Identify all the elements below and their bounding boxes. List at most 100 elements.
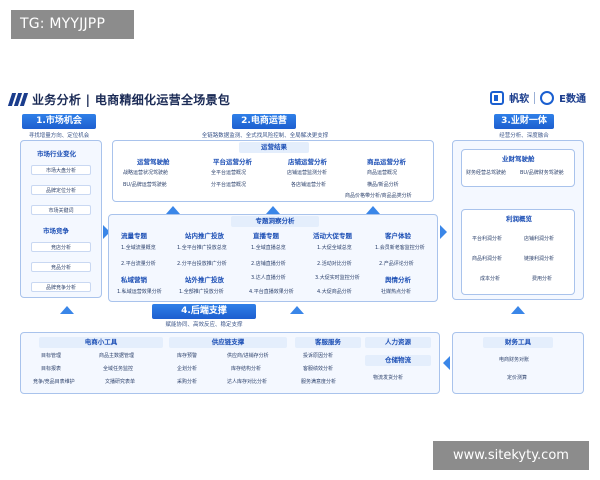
finance-box-1: 业财驾驶舱 财务经营总驾驶舱 BU/品牌财务驾驶舱 (461, 149, 575, 187)
arrow-up-icon (366, 206, 380, 214)
topic-panel: 专题洞察分析 流量专题 1.全域流量概览 2.平台流量分析 私域营销 1.私域运… (108, 214, 438, 302)
cs-item: 投诉原因分析 (303, 353, 334, 359)
topic-col-label: 客户体验 (385, 232, 411, 240)
topic-item: 2.店铺直播分析 (251, 261, 286, 267)
topic-item: 2.产品评论分析 (379, 261, 414, 267)
arrow-right-icon (103, 225, 110, 239)
tools-title: 电商小工具 (39, 337, 163, 348)
finance-item: 链接利润分析 (524, 256, 555, 262)
topic-item: 2.分平台投放推广分析 (177, 261, 227, 267)
topic-item: 4.大促商品分析 (317, 289, 352, 295)
finance-item: 财务经营总驾驶舱 (466, 170, 507, 176)
topic-col-label: 舆情分析 (385, 276, 411, 284)
result-item: 店铺运营监测分析 (287, 170, 328, 176)
result-item: 全平台运营概况 (211, 170, 247, 176)
market-item: 品牌定位分析 (31, 185, 91, 195)
warehouse-title: 仓储物流 (365, 355, 431, 366)
topic-col-label: 流量专题 (121, 232, 147, 240)
header: 业务分析 | 电商精细化运营全场景包 (7, 90, 231, 108)
brand-e-label: E数通 (559, 94, 586, 105)
market-item: 竞店分析 (31, 242, 91, 252)
topic-item: 2.平台流量分析 (121, 261, 156, 267)
backend-title: 4.后端支撑 (152, 304, 256, 319)
tools-item: 目标报表 (41, 366, 62, 372)
market-group-label: 市场竞争 (43, 227, 69, 235)
result-item: 商品运营概况 (367, 170, 398, 176)
finance-subtitle: 经营分析、深度融合 (499, 133, 549, 139)
market-panel: 市场行业变化 市场大盘分析 品牌定位分析 市场关键词 市场竞争 竞店分析 竞品分… (20, 140, 102, 298)
tools-item: 商品主数据管理 (99, 353, 135, 359)
arrow-up-icon (60, 306, 74, 314)
finance-item: 成本分析 (480, 276, 501, 282)
finance-item: BU/品牌财务驾驶舱 (520, 170, 564, 176)
finance-box-title: 利润概览 (506, 215, 532, 223)
result-title: 运营结果 (239, 142, 309, 153)
supply-title: 供应链支撑 (169, 337, 287, 348)
topic-item: 4.平台直播效果分析 (249, 289, 294, 295)
arrow-left-icon (443, 356, 450, 370)
cs-title: 客服服务 (295, 337, 361, 348)
ops-title: 2.电商运营 (232, 114, 296, 129)
backend-subtitle: 赋能协同、高效反应、稳定支撑 (165, 322, 243, 328)
supply-item: 企划分析 (177, 366, 198, 372)
result-item: BU/品牌运营驾驶舱 (123, 182, 167, 188)
market-item: 市场大盘分析 (31, 165, 91, 175)
result-panel: 运营结果 运营驾驶舱 战略运营状况驾驶舱 BU/品牌运营驾驶舱 平台运营分析 全… (112, 140, 434, 202)
backend-panel: 电商小工具 目标管理 商品主数据管理 目标报表 全域任务监控 竞争/竞品目表维护… (20, 332, 440, 394)
topic-item: 1.全部推广投放分析 (179, 289, 224, 295)
finance-box-title: 业财驾驶舱 (502, 155, 535, 163)
result-item: 商品价格带分析/商品品类分析 (345, 193, 412, 199)
topic-item: 2.活动对比分析 (317, 261, 352, 267)
ops-subtitle: 全链路数据监测、全式找风险控制、全局解决更支撑 (201, 133, 329, 139)
topic-item: 1.全域流量概览 (121, 245, 156, 251)
result-item: 横品/新品分析 (367, 182, 399, 188)
tools-item: 竞争/竞品目表维护 (33, 379, 75, 385)
watermark-top: TG: MYYJJPP (11, 10, 134, 39)
result-col-label: 商品运营分析 (367, 158, 406, 166)
supply-item: 库存结构分析 (231, 366, 262, 372)
topic-item: 1.全域直播总览 (251, 245, 286, 251)
watermark-bottom: www.sitekyty.com (433, 441, 589, 470)
topic-col-label: 直播专题 (253, 232, 279, 240)
finance-item: 店铺利润分析 (524, 236, 555, 242)
arrow-up-icon (290, 306, 304, 314)
supply-item: 供应商/进销存分析 (227, 353, 269, 359)
topic-col-label: 站内推广投放 (185, 232, 224, 240)
topic-item: 1.会员新老客监控分析 (375, 245, 425, 251)
topic-item: 3.达人直播分析 (251, 275, 286, 281)
arrow-up-icon (266, 206, 280, 214)
result-item: 各店铺运营分析 (291, 182, 327, 188)
topic-item: 1.私域运营效果分析 (117, 289, 162, 295)
market-group-label: 市场行业变化 (37, 150, 76, 158)
diagram-title: 业务分析 | 电商精细化运营全场景包 (32, 92, 231, 107)
market-item: 竞品分析 (31, 262, 91, 272)
cs-item: 客服绩效分析 (303, 366, 334, 372)
market-item: 品牌竞争分析 (31, 282, 91, 292)
tools-item: 目标管理 (41, 353, 62, 359)
finance-panel: 业财驾驶舱 财务经营总驾驶舱 BU/品牌财务驾驶舱 利润概览 平台利润分析 店铺… (452, 140, 584, 300)
result-col-label: 平台运营分析 (213, 158, 252, 166)
result-item: 分平台运营概况 (211, 182, 247, 188)
e-logo-icon (540, 90, 555, 105)
cs-item: 服务满意度分析 (301, 379, 337, 385)
fin-tools-item: 电商财务对账 (499, 357, 530, 363)
warehouse-item: 物流发货分析 (373, 375, 404, 381)
topic-item: 1.大促全域总览 (317, 245, 352, 251)
fanruan-logo-icon (490, 90, 505, 105)
topic-col-label: 私域营销 (121, 276, 147, 284)
diagram-canvas: 业务分析 | 电商精细化运营全场景包 帆软 E数通 1.市场机会 寻找增量方向、… (0, 82, 600, 400)
topic-item: 社媒热点分析 (381, 289, 412, 295)
arrow-right-icon (440, 225, 447, 239)
result-col-label: 店铺运营分析 (288, 158, 327, 166)
stripes-logo-icon (7, 92, 29, 106)
topic-title: 专题洞察分析 (231, 216, 319, 227)
result-item: 战略运营状况驾驶舱 (123, 170, 169, 176)
supply-item: 采购分析 (177, 379, 198, 385)
finance-item: 费用分析 (532, 276, 553, 282)
supply-item: 库存预警 (177, 353, 198, 359)
finance-item: 平台利润分析 (472, 236, 503, 242)
topic-item: 1.全平台推广投放总览 (177, 245, 227, 251)
arrow-up-icon (166, 206, 180, 214)
hr-title: 人力资源 (365, 337, 431, 348)
arrow-up-icon (511, 306, 525, 314)
